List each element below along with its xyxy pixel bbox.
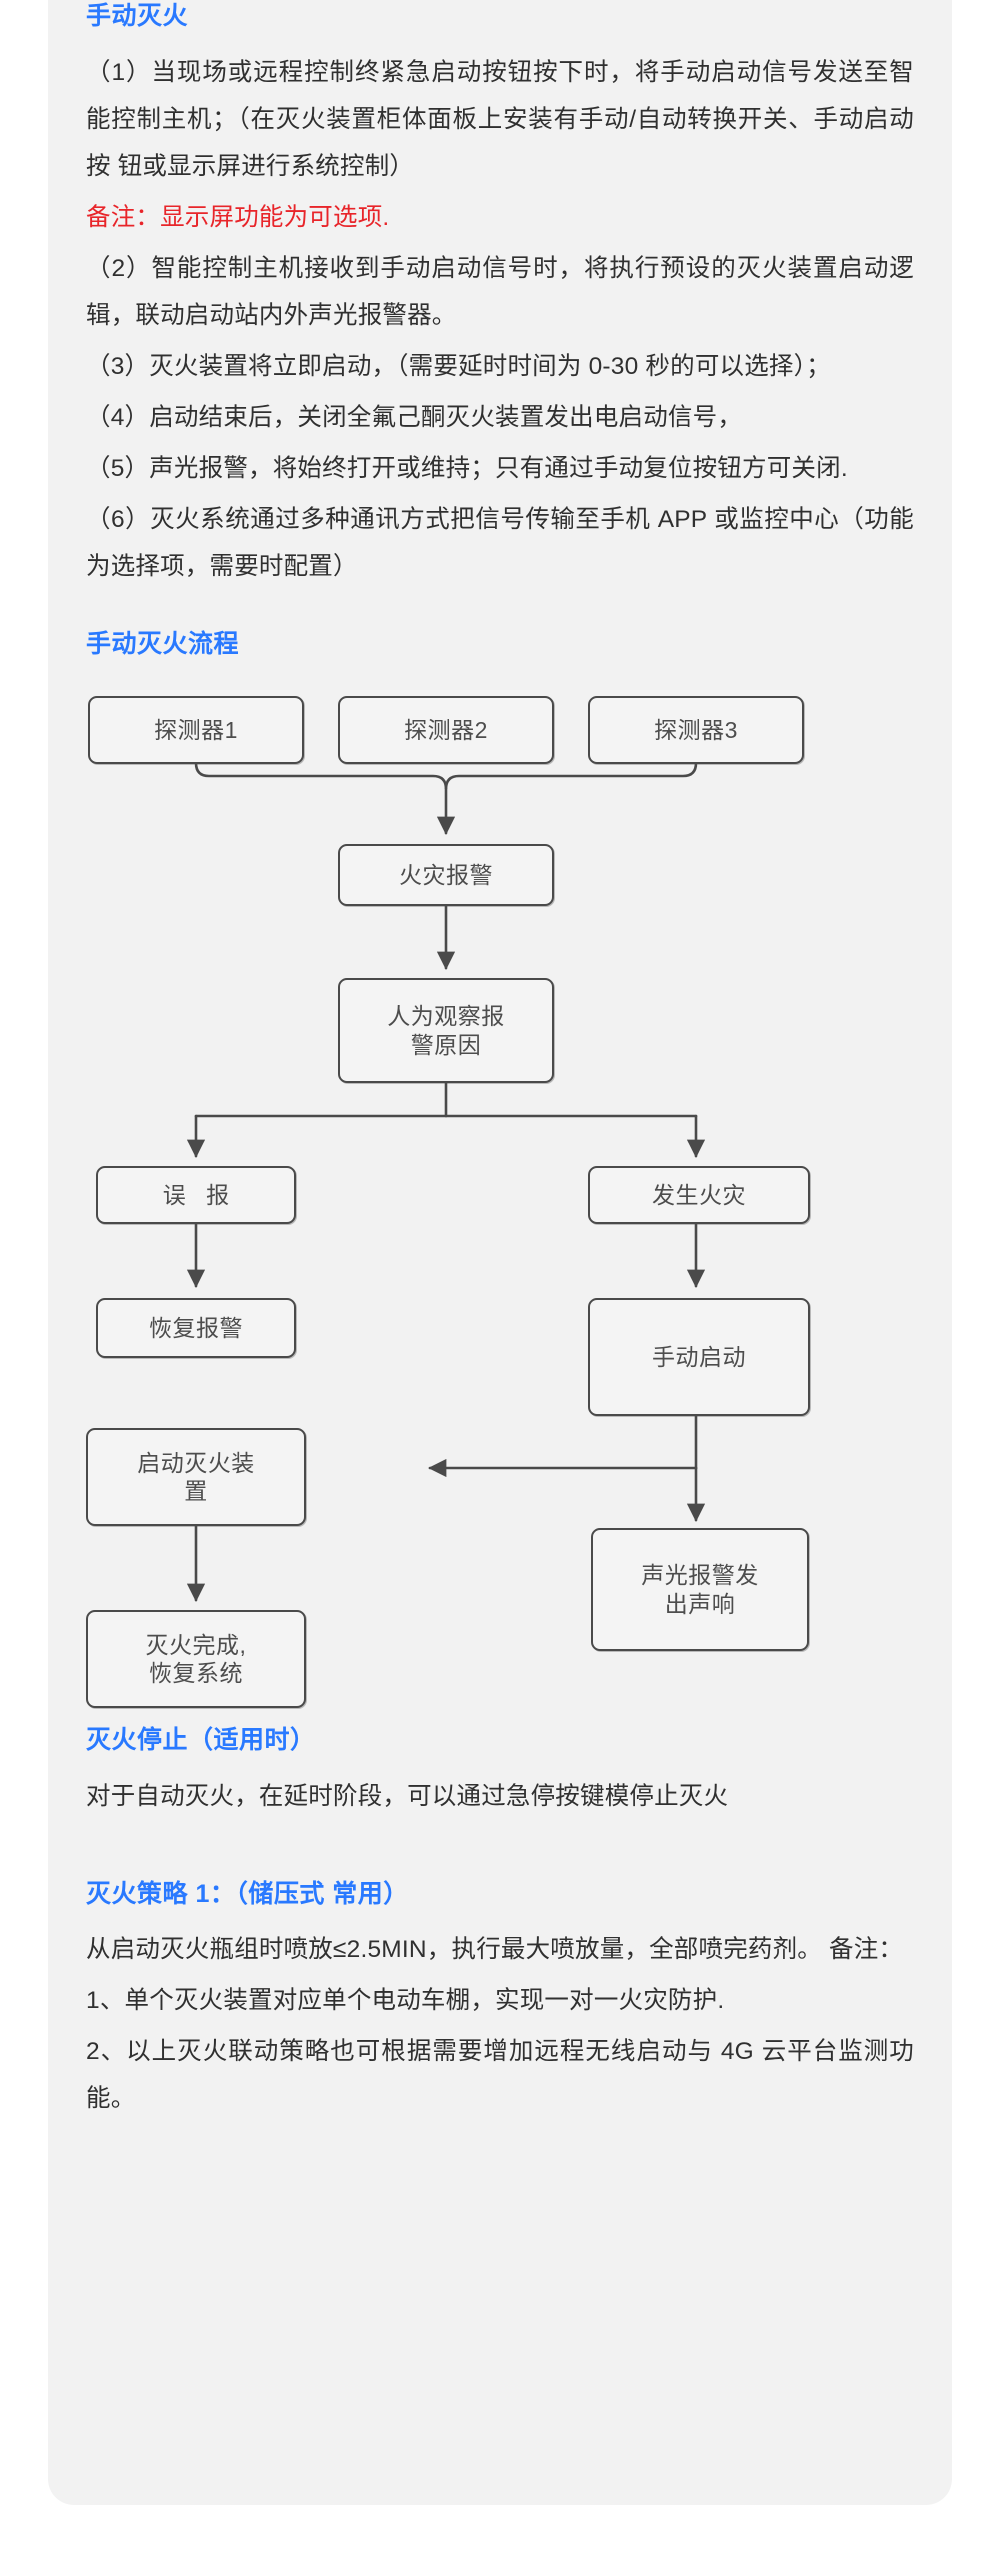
paragraph-manual-1: （1）当现场或远程控制终紧急启动按钮按下时，将手动启动信号发送至智 能控制主机；… [86,58,914,180]
heading-stop-extinguish: 灭火停止（适用时） [86,1726,316,1755]
flow-node-detector2: 探测器2 [338,696,554,765]
flow-node-start-device: 启动灭火装 置 [86,1428,306,1527]
flowchart: 探测器1 探测器2 探测器3 火灾报警 人为观察报 警原因 误 报 [86,678,914,1709]
paragraph-strategy-1: 从启动灭火瓶组时喷放≤2.5MIN，执行最大喷放量，全部喷完药剂。 备注： [86,1936,904,1964]
flowchart-connectors [186,747,706,1603]
flow-node-finish-restore: 灭火完成, 恢复系统 [86,1610,306,1709]
heading-strategy-1: 灭火策略 1：（储压式 常用） [86,1879,409,1908]
flow-node-fire-alarm-label: 火灾报警 [399,861,493,888]
flow-node-detector1: 探测器1 [88,696,304,765]
flow-node-detector1-label: 探测器1 [154,716,238,743]
spacer [86,1708,914,1724]
flow-node-sound-light-alarm: 声光报警发 出声响 [591,1528,809,1652]
flow-node-restore-alarm: 恢复报警 [96,1298,296,1359]
note-display-optional: 备注：显示屏功能为可选项. [86,203,390,231]
strategy-note-2: 2、以上灭火联动策略也可根据需要增加远程无线启动与 4G 云平台监测功能。 [86,2038,914,2113]
flow-node-fire-occurs-label: 发生火灾 [652,1181,746,1208]
paragraph-manual-6: （6）灭火系统通过多种通讯方式把信号传输至手机 APP 或监控中心（功能 为选择… [86,505,914,580]
flow-node-sound-light-alarm-line1: 声光报警发 [641,1562,759,1589]
flow-node-human-observe-line2: 警原因 [410,1031,482,1058]
paragraph-manual-2: （2）智能控制主机接收到手动启动信号时，将执行预设的灭火装置启动逻 辑，联动启动… [86,254,914,329]
flow-node-manual-start: 手动启动 [588,1298,810,1417]
flow-node-fire-alarm: 火灾报警 [338,844,554,907]
flow-node-manual-start-label: 手动启动 [652,1343,746,1370]
content-column: 手动灭火 （1）当现场或远程控制终紧急启动按钮按下时，将手动启动信号发送至智 能… [86,0,914,2123]
flow-node-restore-alarm-label: 恢复报警 [149,1314,243,1341]
flow-node-start-device-line1: 启动灭火装 [137,1449,255,1476]
heading-manual-extinguish: 手动灭火 [86,2,189,30]
flow-node-detector2-label: 探测器2 [404,716,488,743]
flow-node-start-device-line2: 置 [184,1478,208,1505]
flow-node-false-alarm-label: 误 报 [162,1181,237,1208]
flow-node-detector3: 探测器3 [588,696,804,765]
paragraph-manual-3: （3）灭火装置将立即启动，（需要延时时间为 0-30 秒的可以选择）； [86,352,831,380]
paragraph-manual-5: （5）声光报警，将始终打开或维持；只有通过手动复位按钮方可关闭. [86,454,848,482]
heading-manual-flow: 手动灭火流程 [86,629,240,658]
flow-node-finish-restore-line2: 恢复系统 [149,1660,243,1687]
flow-node-human-observe: 人为观察报 警原因 [338,978,554,1084]
paragraph-manual-4: （4）启动结束后，关闭全氟己酮灭火装置发出电启动信号， [86,403,743,431]
strategy-note-1: 1、单个灭火装置对应单个电动车棚，实现一对一火灾防护. [86,1987,725,2015]
spacer [86,594,914,628]
flow-node-false-alarm: 误 报 [96,1166,296,1225]
content-card: 手动灭火 （1）当现场或远程控制终紧急启动按钮按下时，将手动启动信号发送至智 能… [48,0,952,2505]
flow-node-fire-occurs: 发生火灾 [588,1166,810,1225]
flow-node-detector3-label: 探测器3 [654,716,738,743]
paragraph-stop-extinguish: 对于自动灭火，在延时阶段，可以通过急停按键模停止灭火 [86,1782,729,1810]
flow-node-finish-restore-line1: 灭火完成, [145,1631,247,1658]
flow-node-human-observe-line1: 人为观察报 [387,1003,505,1030]
flow-node-sound-light-alarm-line2: 出声响 [664,1590,736,1617]
spacer [86,1824,914,1878]
